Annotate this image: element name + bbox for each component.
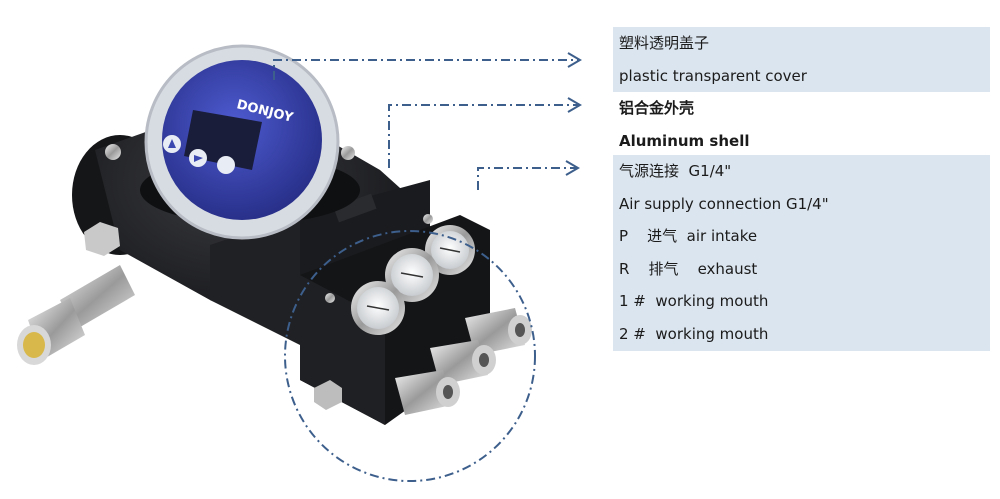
highlight-circle	[284, 230, 536, 482]
arrow-icon	[565, 160, 580, 176]
leader-line-cover	[273, 59, 578, 80]
callout-shell-en: Aluminum shell	[619, 131, 750, 150]
callout-port-r: R 排气 exhaust	[619, 259, 758, 278]
callout-cover-en: plastic transparent cover	[619, 66, 807, 85]
leader-line-shell	[388, 104, 578, 168]
callout-cover-zh: 塑料透明盖子	[619, 34, 710, 52]
callout-air-supply: 气源连接 G1/4" Air supply connection G1/4" P…	[613, 155, 990, 351]
callout-shell-zh: 铝合金外壳	[619, 99, 695, 117]
callout-shell: 铝合金外壳 Aluminum shell	[613, 92, 990, 154]
callout-port-p: P 进气 air intake	[619, 227, 758, 246]
callout-port-2: 2 # working mouth	[619, 324, 769, 343]
callout-air-supply-en: Air supply connection G1/4"	[619, 194, 829, 213]
leader-lines	[273, 59, 578, 482]
callout-cover: 塑料透明盖子 plastic transparent cover	[613, 27, 990, 92]
callout-port-1: 1 # working mouth	[619, 292, 769, 311]
cable-gland	[17, 265, 135, 365]
transparent-cover: DONJOY	[140, 44, 360, 240]
arrow-heads	[565, 52, 582, 176]
arrow-icon	[567, 52, 582, 68]
compression-fittings	[395, 308, 532, 415]
pressure-gauges	[351, 225, 475, 335]
arrow-icon	[567, 97, 582, 113]
callout-air-supply-zh: 气源连接 G1/4"	[619, 162, 732, 180]
leader-line-air-supply	[477, 167, 578, 190]
